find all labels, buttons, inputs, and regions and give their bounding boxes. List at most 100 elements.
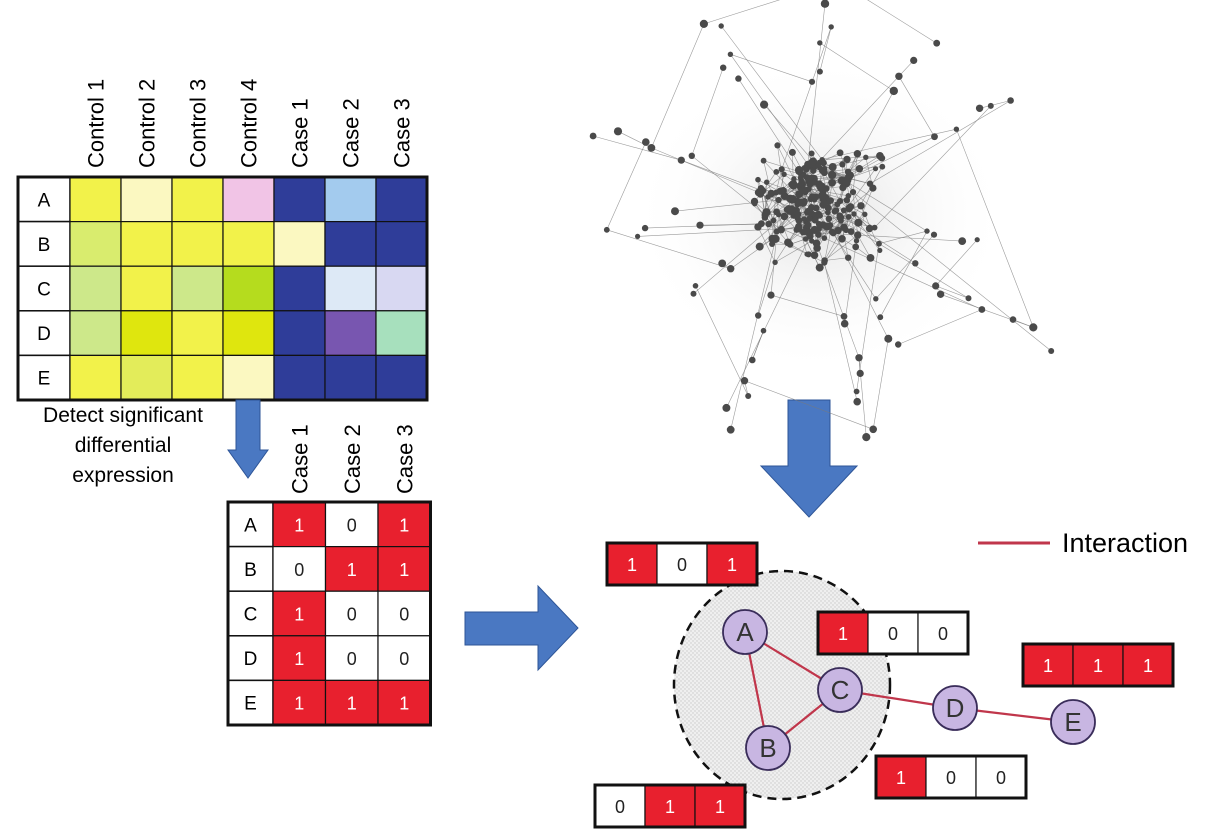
vector-cell-value: 1: [715, 797, 725, 817]
binary-cell-value: 1: [347, 694, 357, 714]
node-E: [1050, 699, 1096, 745]
vector-cell: [656, 542, 708, 586]
vector-cell-value: 0: [946, 768, 956, 788]
binary-cell-value: 0: [347, 515, 357, 535]
binary-cell-value: 1: [399, 515, 409, 535]
vector-border: [593, 783, 747, 829]
node-A: [722, 609, 768, 655]
binary-cell-value: 1: [294, 605, 304, 625]
step-label-line-3: expression: [72, 464, 174, 487]
binary-cell-value: 1: [294, 694, 304, 714]
expression-cell: [120, 354, 173, 401]
vector-border: [1021, 642, 1175, 688]
down-arrow-large: [759, 399, 859, 518]
binary-row-label: C: [244, 605, 258, 626]
binary-cell-value: 0: [347, 649, 357, 669]
expression-cell: [171, 176, 224, 223]
binary-cell-value: 1: [294, 515, 304, 535]
expression-column-header: Control 3: [186, 79, 211, 168]
vector-cell-value: 0: [996, 768, 1006, 788]
legend-label: Interaction: [1062, 528, 1188, 558]
step-label-line-1: Detect significant: [43, 404, 203, 427]
vector-cell-value: 1: [1143, 656, 1153, 676]
down-arrow-small: [227, 399, 269, 479]
expression-cell: [324, 265, 377, 312]
expression-cell: [69, 221, 122, 267]
hairball-nodes: [589, 0, 1055, 442]
node-label-B: B: [759, 733, 776, 763]
binary-cell-value: 0: [399, 605, 409, 625]
step-label-line-2: differential: [75, 434, 172, 457]
binary-cell: [324, 635, 379, 681]
expression-column-header: Control 1: [84, 79, 109, 168]
binary-cell: [324, 501, 379, 548]
expression-row-label: C: [37, 280, 51, 301]
node-label-C: C: [831, 675, 850, 705]
expression-cell: [324, 176, 377, 223]
binary-column-header: Case 2: [340, 424, 365, 494]
binary-row-label: E: [244, 694, 257, 715]
binary-cell: [272, 679, 327, 726]
vector-cell-value: 0: [888, 624, 898, 644]
binary-column-header: Case 3: [392, 424, 417, 494]
expression-column-header: Case 2: [339, 98, 364, 168]
node-C: [817, 667, 863, 713]
expression-column-header: Case 1: [288, 98, 313, 168]
network-nodes: A B C D E: [722, 609, 1096, 771]
expression-cell: [69, 176, 122, 223]
vector-cell-value: 1: [1093, 656, 1103, 676]
binary-matrix-border: [226, 500, 432, 727]
binary-cell-value: 1: [399, 560, 409, 580]
binary-row-label: A: [244, 515, 257, 536]
expression-cell: [120, 176, 173, 223]
binary-cell-value: 0: [294, 560, 304, 580]
vector-cell-value: 0: [677, 555, 687, 575]
vector-border: [605, 541, 759, 587]
expression-cell: [324, 310, 377, 356]
node-D: [932, 685, 978, 731]
protein-interaction-network-image: [589, 0, 1055, 442]
expression-cell: [120, 265, 173, 312]
expression-cell: [222, 310, 275, 356]
expression-row-label: A: [38, 190, 51, 211]
node-label-E: E: [1064, 707, 1081, 737]
expression-cell: [273, 265, 326, 312]
expression-cell: [171, 221, 224, 267]
binary-cell-value: 1: [347, 560, 357, 580]
expression-column-header: Case 3: [390, 98, 415, 168]
vector-cell: [925, 755, 977, 799]
binary-row-label: D: [244, 649, 258, 670]
binary-cell: [272, 501, 327, 548]
node-B: [745, 725, 791, 771]
expression-cell: [222, 221, 275, 267]
node-label-A: A: [736, 617, 754, 647]
expression-cell: [324, 354, 377, 401]
binary-column-header: Case 1: [287, 424, 312, 494]
expression-cell: [222, 176, 275, 223]
node-label-D: D: [946, 693, 965, 723]
binary-row-label: B: [244, 560, 257, 581]
expression-column-header: Control 2: [135, 79, 160, 168]
expression-cell: [171, 354, 224, 401]
expression-cell: [171, 310, 224, 356]
step-label: Detect significant differential expressi…: [43, 404, 203, 487]
expression-cell: [222, 354, 275, 401]
vector-cell-value: 1: [665, 797, 675, 817]
expression-cell: [222, 265, 275, 312]
expression-cell: [273, 221, 326, 267]
node-vector-B: 0 1 1: [593, 783, 747, 829]
legend: Interaction: [978, 528, 1188, 558]
vector-cell-value: 0: [615, 797, 625, 817]
binary-cell-value: 0: [347, 605, 357, 625]
expression-cell: [69, 354, 122, 401]
right-arrow: [464, 584, 579, 672]
vector-cell-value: 1: [727, 555, 737, 575]
expression-cell: [171, 265, 224, 312]
vector-cell-value: 1: [1043, 656, 1053, 676]
